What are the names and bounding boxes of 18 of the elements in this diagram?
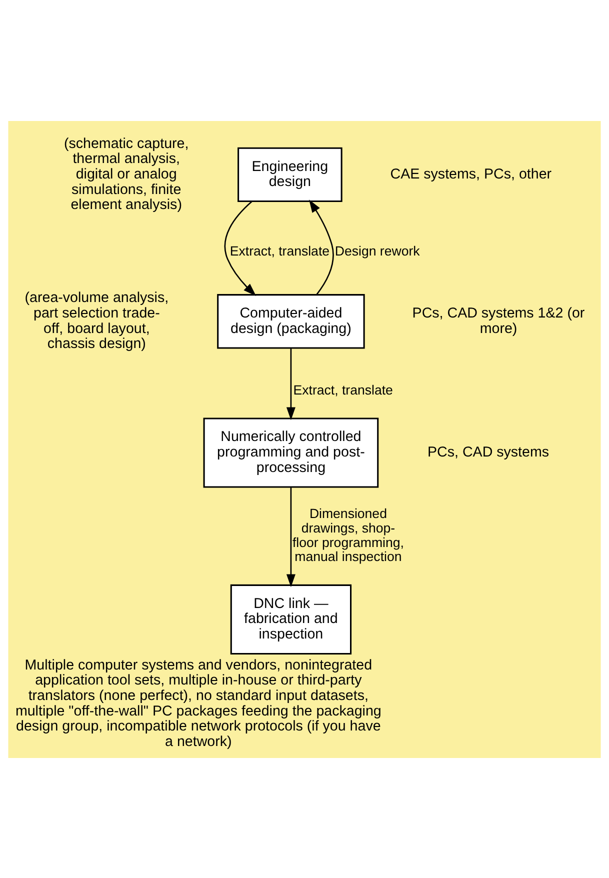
node-label: CAE systems, PCs, other <box>390 166 552 182</box>
arrow <box>286 486 296 587</box>
node-label: PCs, CAD systems <box>428 444 550 460</box>
node-label: PCs, CAD systems 1&2 (or more) <box>412 305 585 336</box>
node-box: DNC link — fabrication and inspection <box>230 584 352 654</box>
arrow <box>309 199 334 295</box>
node-label: (schematic capture, thermal analysis, digital or analog simulations, finite element analysis) <box>64 135 189 213</box>
caption: Multiple computer systems and vendors, nonintegrated application tool sets, multiple in-house or third-party translators (none perfect), no standard input datasets, multiple "off-the-wall" PC packages feeding the packaging design group, incompatible network protocols (if you have a network) <box>15 656 382 750</box>
node-box: Engineering design <box>238 146 342 202</box>
edge-label: Extract, translate <box>230 242 330 258</box>
arrow <box>224 200 256 296</box>
edge-label: Design rework <box>334 242 420 258</box>
edge-label: Dimensioned drawings, shop-floor programming, manual inspection <box>292 506 404 564</box>
node-box: Computer-aided design (packaging) <box>217 294 365 348</box>
node-label: (area-volume analysis, part selection trade-off, board layout, chassis design) <box>24 290 169 352</box>
arrow <box>286 348 296 420</box>
node-box: Numerically controlled programming and post-processing <box>203 417 379 488</box>
edge-label: Extract, translate <box>293 382 393 397</box>
